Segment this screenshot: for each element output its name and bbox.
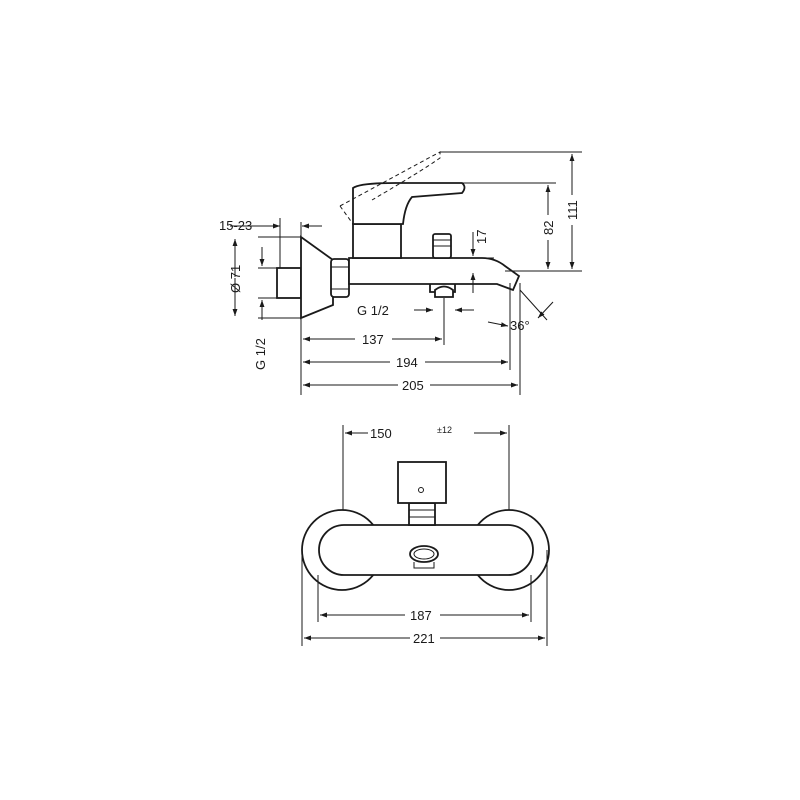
dim-lever-height: 82 bbox=[541, 221, 556, 235]
lever-raised-phantom bbox=[339, 151, 441, 225]
dim-outlet-position: 137 bbox=[362, 332, 384, 347]
front-view: 150 ±12 187 221 bbox=[301, 425, 550, 646]
dim-rosette-diameter: Ø 71 bbox=[228, 265, 243, 293]
dim-overall-width: 221 bbox=[413, 631, 435, 646]
lever-indicator bbox=[418, 487, 424, 493]
front-lever-neck bbox=[408, 502, 436, 526]
side-view: 15-23 Ø 71 G 1/2 G 1/2 17 36° 82 111 137 bbox=[219, 151, 582, 395]
dim-body-width: 187 bbox=[410, 608, 432, 623]
dim-thread-outlet: G 1/2 bbox=[357, 303, 389, 318]
dim-total-height: 111 bbox=[565, 200, 580, 220]
dim-flange-depth: 15-23 bbox=[219, 218, 252, 233]
lever-base bbox=[352, 223, 402, 259]
dim-center-distance: 150 bbox=[370, 426, 392, 441]
outlet-aerator bbox=[434, 285, 454, 298]
rosette-flange bbox=[300, 235, 334, 320]
dim-spout-length: 194 bbox=[396, 355, 418, 370]
front-lever bbox=[397, 461, 447, 504]
wall-connector bbox=[276, 267, 302, 299]
dim-center-tolerance: ±12 bbox=[437, 425, 452, 435]
dim-spout-height: 17 bbox=[474, 230, 489, 244]
lever-handle bbox=[352, 182, 466, 225]
hex-nut bbox=[330, 258, 350, 298]
dim-spout-angle: 36° bbox=[510, 318, 530, 333]
dim-overall-length: 205 bbox=[402, 378, 424, 393]
dim-thread-inlet: G 1/2 bbox=[253, 338, 268, 370]
mixer-body bbox=[348, 257, 521, 293]
